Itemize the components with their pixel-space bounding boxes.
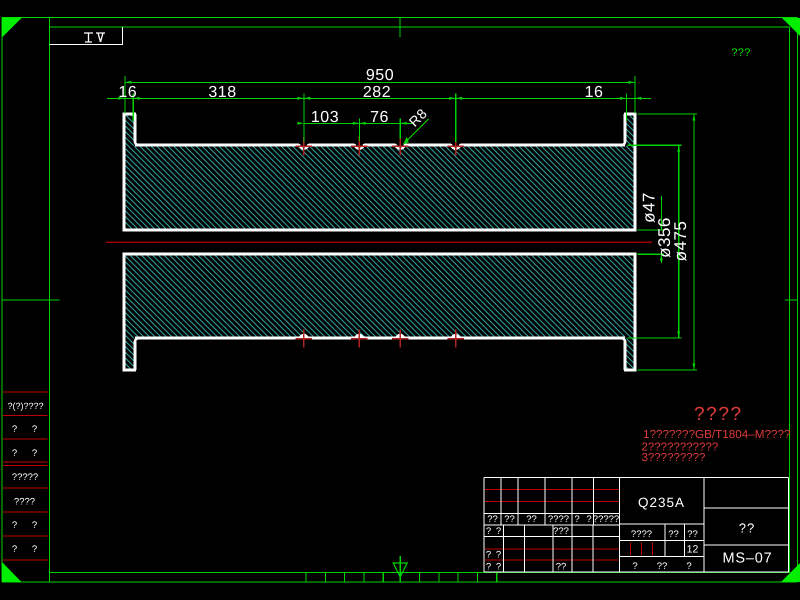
svg-text:282: 282 [363, 84, 391, 101]
svg-text:?: ? [32, 520, 37, 531]
svg-text:??: ?? [556, 562, 567, 573]
svg-text:?: ? [496, 526, 501, 537]
svg-text:??: ?? [526, 514, 537, 525]
svg-text:12: 12 [687, 544, 699, 556]
svg-text:Q235A: Q235A [638, 495, 685, 510]
svg-text:??: ?? [687, 529, 698, 540]
svg-text:?: ? [632, 561, 637, 572]
svg-text:??: ?? [487, 514, 498, 525]
svg-text:?: ? [586, 514, 591, 525]
svg-text:?????: ????? [593, 514, 619, 525]
svg-text:318: 318 [208, 84, 236, 101]
svg-text:?: ? [486, 550, 491, 561]
svg-text:1???????GB/T1804–M????: 1???????GB/T1804–M???? [643, 428, 791, 441]
svg-text:?: ? [496, 550, 501, 561]
svg-text:?: ? [12, 520, 17, 531]
svg-text:103: 103 [311, 109, 339, 126]
svg-text:?: ? [496, 562, 501, 573]
svg-text:950: 950 [366, 67, 394, 84]
svg-text:ø356: ø356 [655, 217, 674, 258]
svg-text:?: ? [486, 526, 491, 537]
svg-text:????: ???? [631, 529, 652, 540]
svg-text:?: ? [574, 514, 579, 525]
svg-text:??: ?? [657, 561, 668, 572]
svg-text:ø47: ø47 [640, 192, 659, 223]
svg-text:?: ? [32, 544, 37, 555]
svg-text:?????: ????? [12, 472, 38, 483]
svg-text:??: ?? [668, 529, 679, 540]
svg-text:?(?)????: ?(?)???? [7, 401, 43, 411]
svg-text:MS–07: MS–07 [723, 551, 773, 567]
svg-text:???: ??? [731, 47, 750, 59]
svg-text:2???????????: 2??????????? [642, 442, 719, 454]
svg-text:????: ???? [694, 404, 743, 425]
svg-text:?: ? [486, 562, 491, 573]
svg-text:?: ? [12, 544, 17, 555]
svg-text:?: ? [32, 424, 37, 435]
svg-text:??: ?? [504, 514, 515, 525]
svg-text:?: ? [32, 448, 37, 459]
svg-text:ø475: ø475 [671, 221, 690, 262]
svg-text:???: ??? [553, 526, 569, 537]
svg-text:?: ? [12, 424, 17, 435]
svg-text:??: ?? [739, 521, 755, 536]
svg-text:????: ???? [548, 514, 569, 525]
svg-text:76: 76 [370, 109, 389, 126]
svg-text:?: ? [12, 448, 17, 459]
svg-text:16: 16 [585, 84, 604, 101]
svg-text:16: 16 [118, 84, 137, 101]
svg-text:????: ???? [14, 497, 35, 508]
svg-text:?: ? [686, 561, 691, 572]
svg-text:3?????????: 3????????? [642, 452, 706, 464]
